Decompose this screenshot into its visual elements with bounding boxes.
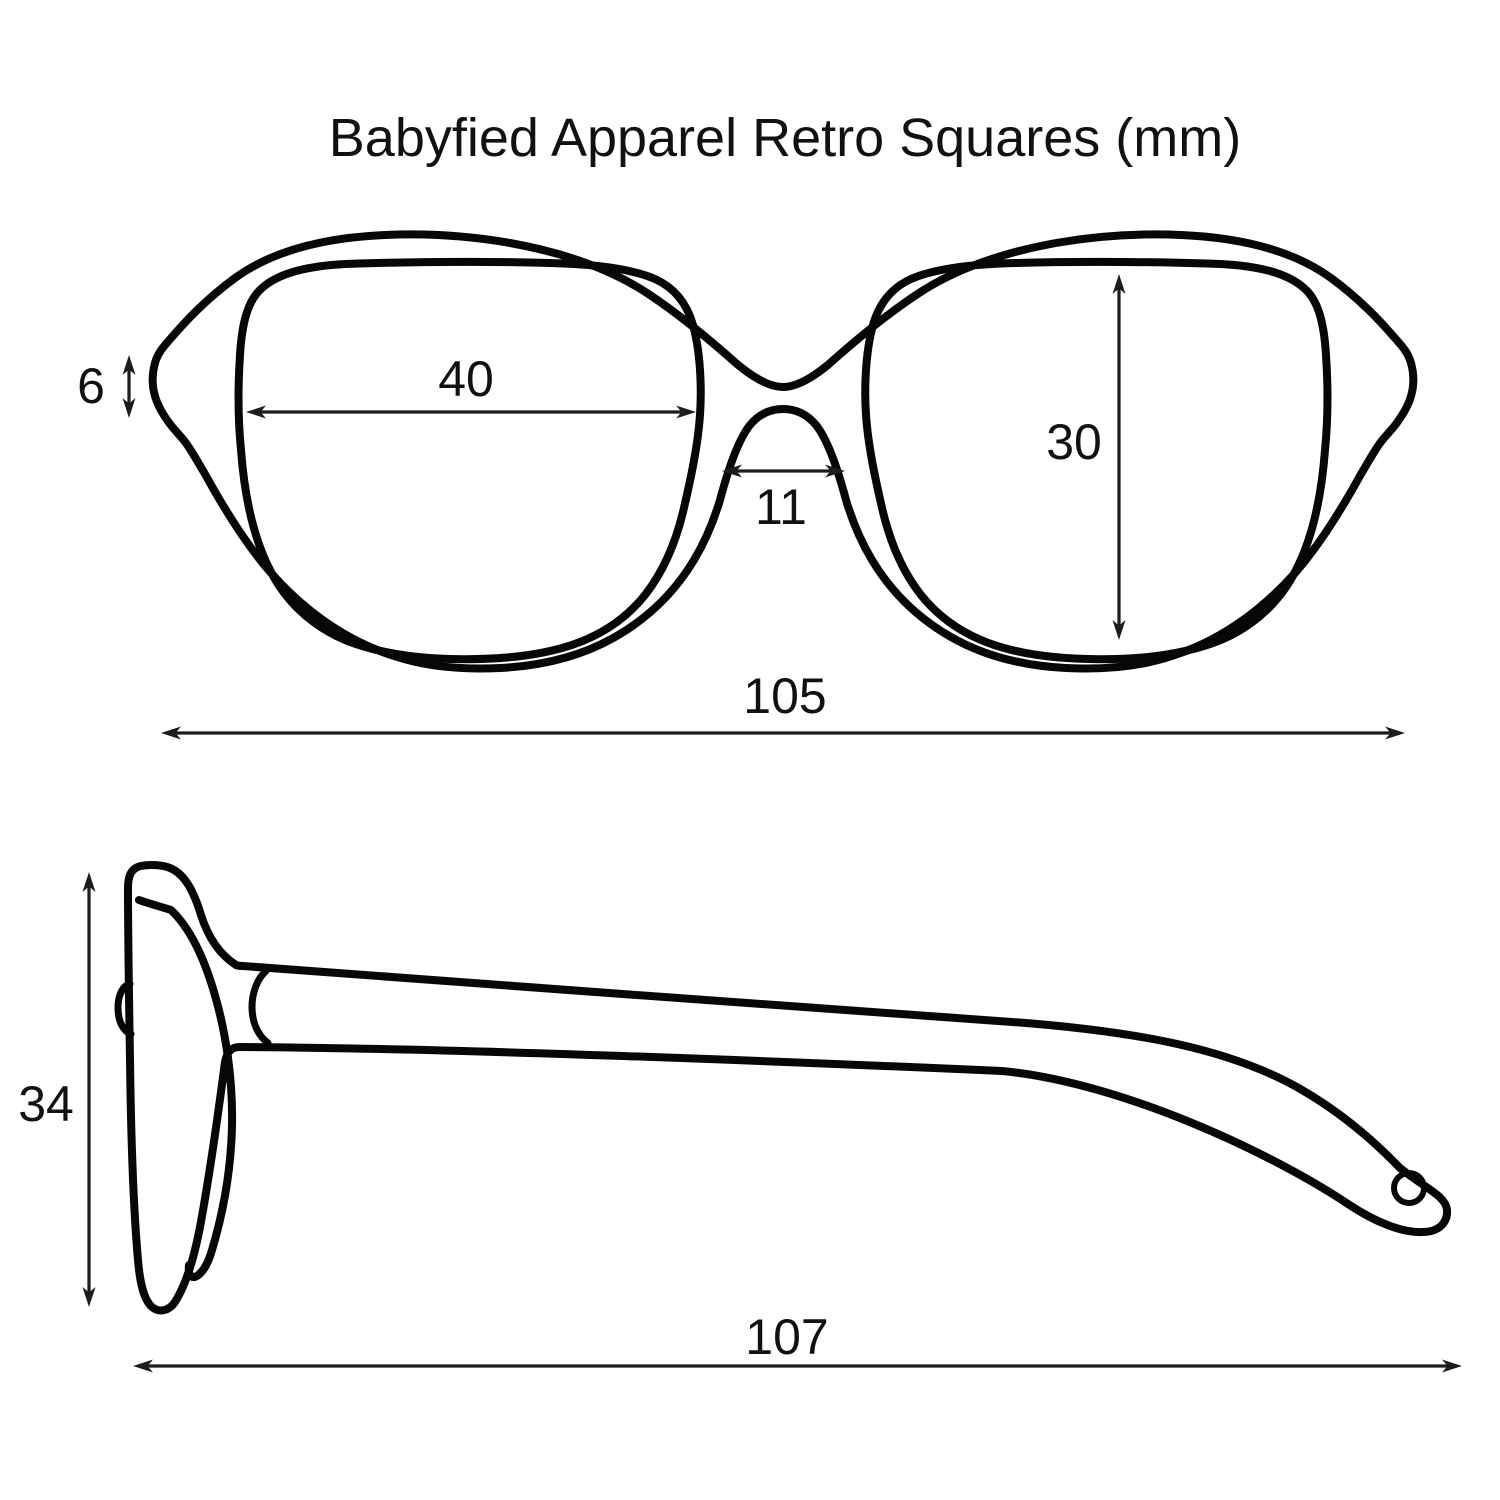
diagram-title: Babyfied Apparel Retro Squares (mm): [329, 108, 1241, 168]
dim-temple-length-label: 107: [745, 1309, 828, 1365]
temple-hinge-cap: [248, 967, 272, 1047]
dim-lens-height-label: 30: [1046, 414, 1102, 470]
dim-lens-width-label: 40: [438, 351, 494, 407]
side-nose-bump: [114, 980, 135, 1038]
side-profile-outline: [124, 860, 1452, 1315]
dim-temple-length: 107: [133, 1309, 1462, 1373]
side-view: 34 107: [18, 860, 1462, 1373]
dim-bridge-width: 11: [722, 464, 845, 535]
dim-frame-height: 34: [18, 872, 96, 1307]
dim-frame-height-label: 34: [18, 1076, 74, 1132]
dim-endpiece-height: 6: [77, 355, 136, 418]
dim-lens-height: 30: [1046, 274, 1126, 640]
dim-lens-width: 40: [246, 351, 696, 419]
front-view: 6 40 11 30 105: [77, 230, 1418, 740]
front-frame-outline: [148, 230, 1418, 673]
side-lens-line: [135, 896, 237, 1282]
left-lens-outline: [234, 257, 705, 664]
dim-endpiece-height-label: 6: [77, 358, 105, 414]
dim-frame-width-label: 105: [743, 668, 826, 724]
temple-tip-hole: [1391, 1170, 1427, 1206]
dim-bridge-width-label: 11: [755, 479, 807, 535]
right-lens-outline: [861, 257, 1332, 664]
dim-frame-width: 105: [161, 668, 1405, 740]
